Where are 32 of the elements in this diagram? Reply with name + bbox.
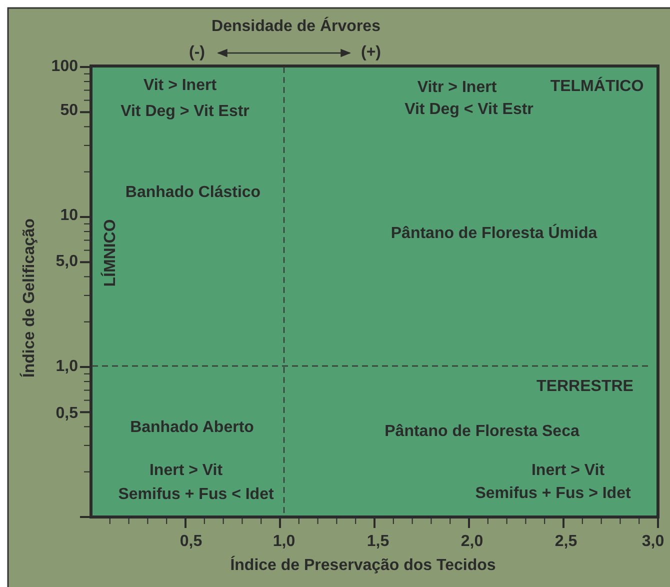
maceral-ratio: Semifus + Fus < Idet: [118, 486, 274, 504]
environment-label: LÍMNICO: [102, 219, 120, 287]
maceral-ratio: Vitr > Inert: [417, 79, 497, 97]
tick-label: 1,0: [56, 358, 78, 376]
tick-label: 50: [60, 102, 78, 120]
tick-label: 5,0: [56, 253, 78, 271]
tick-label: 2,5: [554, 533, 578, 551]
tick-label: 3,0: [642, 533, 664, 551]
tick-label: 0,5: [56, 405, 78, 423]
environment-label: TERRESTRE: [536, 378, 634, 396]
maceral-ratio: Vit Deg > Vit Estr: [120, 103, 250, 121]
tick-label: 1,0: [272, 533, 296, 551]
tick-label: 100: [51, 58, 78, 76]
axis-title: Densidade de Árvores: [212, 18, 380, 36]
maceral-ratio: Vit Deg < Vit Estr: [404, 101, 534, 119]
axis-title: Índice de Preservação dos Tecidos: [230, 557, 496, 575]
maceral-ratio: Inert > Vit: [149, 462, 223, 480]
maceral-ratio: Inert > Vit: [531, 462, 605, 480]
tick-label: 0,5: [180, 533, 202, 551]
axis-sign: (-): [189, 44, 205, 62]
facies-label: Banhado Aberto: [130, 419, 254, 437]
tick-label: 2,0: [460, 533, 484, 551]
tick-label: 1,5: [366, 533, 390, 551]
facies-label: Banhado Clástico: [125, 184, 261, 202]
tick-label: 10: [60, 207, 78, 225]
environment-label: TELMÁTICO: [550, 78, 644, 96]
facies-label: Pântano de Floresta Seca: [384, 423, 580, 441]
maceral-ratio: Vit > Inert: [143, 77, 217, 95]
axis-sign: (+): [361, 44, 381, 62]
axis-title: Índice de Gelificação: [21, 218, 39, 378]
facies-label: Pântano de Floresta Úmida: [390, 225, 598, 243]
maceral-ratio: Semifus + Fus > Idet: [475, 485, 631, 503]
